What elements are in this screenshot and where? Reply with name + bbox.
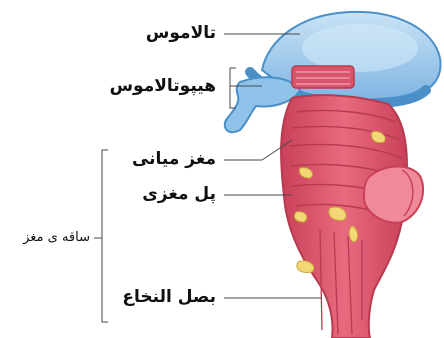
label-hypothalamus: هیپوتالاموس [110, 78, 216, 95]
label-thalamus: تالاموس [146, 25, 216, 42]
label-brainstem: ساقه ی مغز [23, 231, 90, 244]
bracket-brainstem [102, 150, 108, 322]
label-medulla: بصل النخاع [122, 289, 216, 306]
label-midbrain: مغز میانی [132, 151, 216, 168]
label-pons: پل مغزی [142, 186, 216, 203]
cerebellum-peduncle-shape [364, 166, 423, 222]
bracket-hypothalamus [230, 68, 236, 108]
